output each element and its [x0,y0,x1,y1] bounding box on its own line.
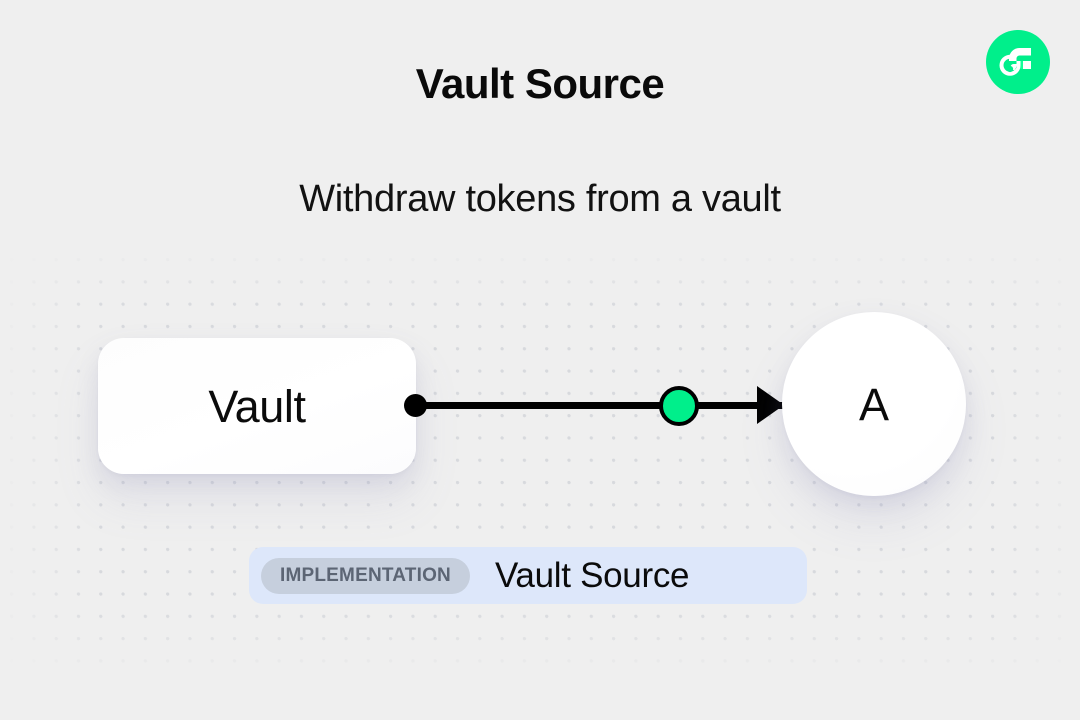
page-title: Vault Source [415,60,665,107]
page-subtitle: Withdraw tokens from a vault [299,178,781,220]
node-vault[interactable]: Vault [98,338,416,474]
node-vault-label: Vault [208,380,306,432]
implementation-badge: IMPLEMENTATION [261,557,470,594]
edge-arrowhead-icon [757,386,784,424]
edge-line[interactable] [416,402,784,409]
edge-marker-dot[interactable] [659,386,699,426]
flow-logo-icon [986,30,1050,94]
implementation-name: Vault Source [494,556,690,595]
node-a-label: A [858,378,889,430]
edge-source-handle[interactable] [404,394,427,417]
implementation-bar[interactable]: IMPLEMENTATION Vault Source [249,547,807,604]
node-a[interactable]: A [782,312,966,496]
